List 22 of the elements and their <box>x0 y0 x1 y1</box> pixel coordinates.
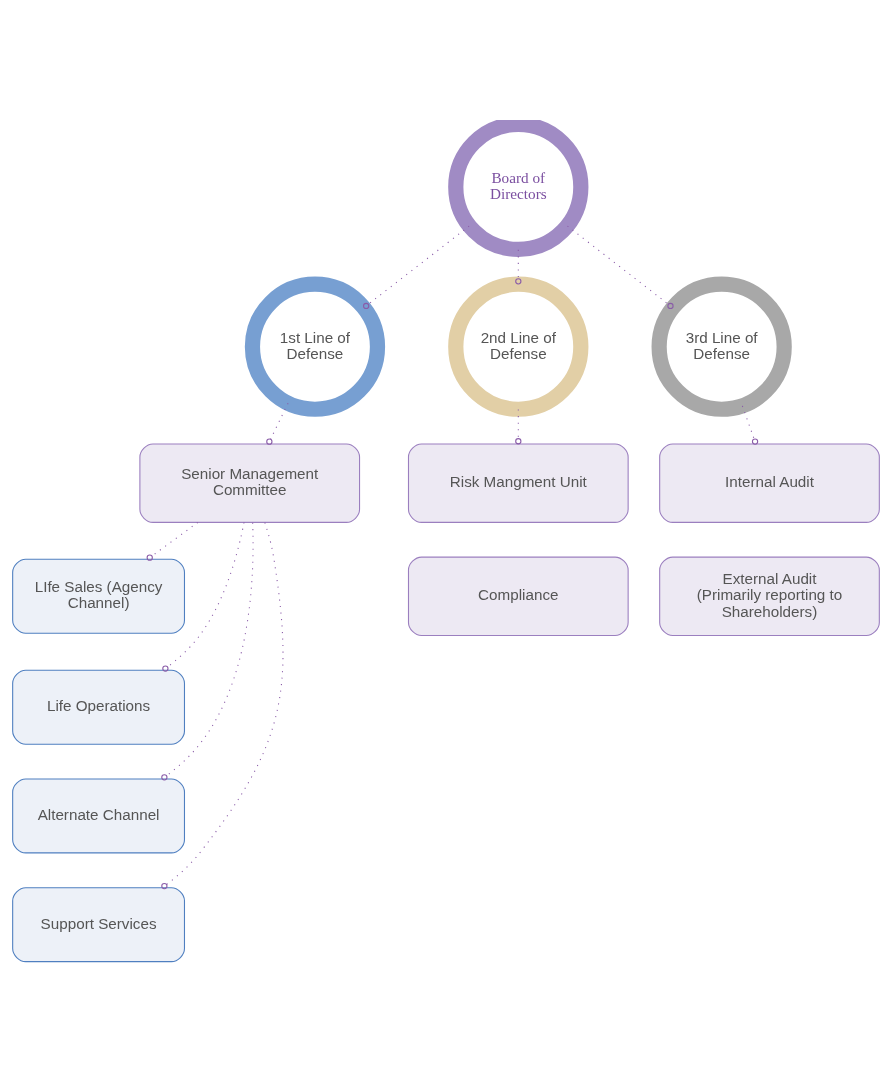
node-box: External Audit (Primarily reporting to Shareholders) <box>659 556 880 636</box>
node-circle: Board of Directors <box>448 120 589 257</box>
node-box: Alternate Channel <box>12 778 186 854</box>
connector <box>161 522 254 781</box>
node-box: Internal Audit <box>659 443 880 523</box>
node-box: LIfe Sales (Agency Channel) <box>12 558 186 634</box>
node-box: Support Services <box>12 887 186 963</box>
node-box: Life Operations <box>12 669 186 745</box>
connector <box>515 408 522 445</box>
connector <box>146 521 199 561</box>
connector <box>567 225 674 310</box>
node-box: Compliance <box>407 556 629 636</box>
connector <box>161 522 284 890</box>
connector <box>162 521 245 672</box>
node-box: Senior Management Committee <box>139 443 361 523</box>
node-circle: 3rd Line of Defense <box>651 276 792 417</box>
node-box: Risk Mangment Unit <box>407 443 629 523</box>
node-circle: 1st Line of Defense <box>244 276 386 417</box>
connector <box>266 402 289 445</box>
connector <box>363 225 470 310</box>
connector <box>515 249 522 285</box>
connector <box>741 405 759 445</box>
